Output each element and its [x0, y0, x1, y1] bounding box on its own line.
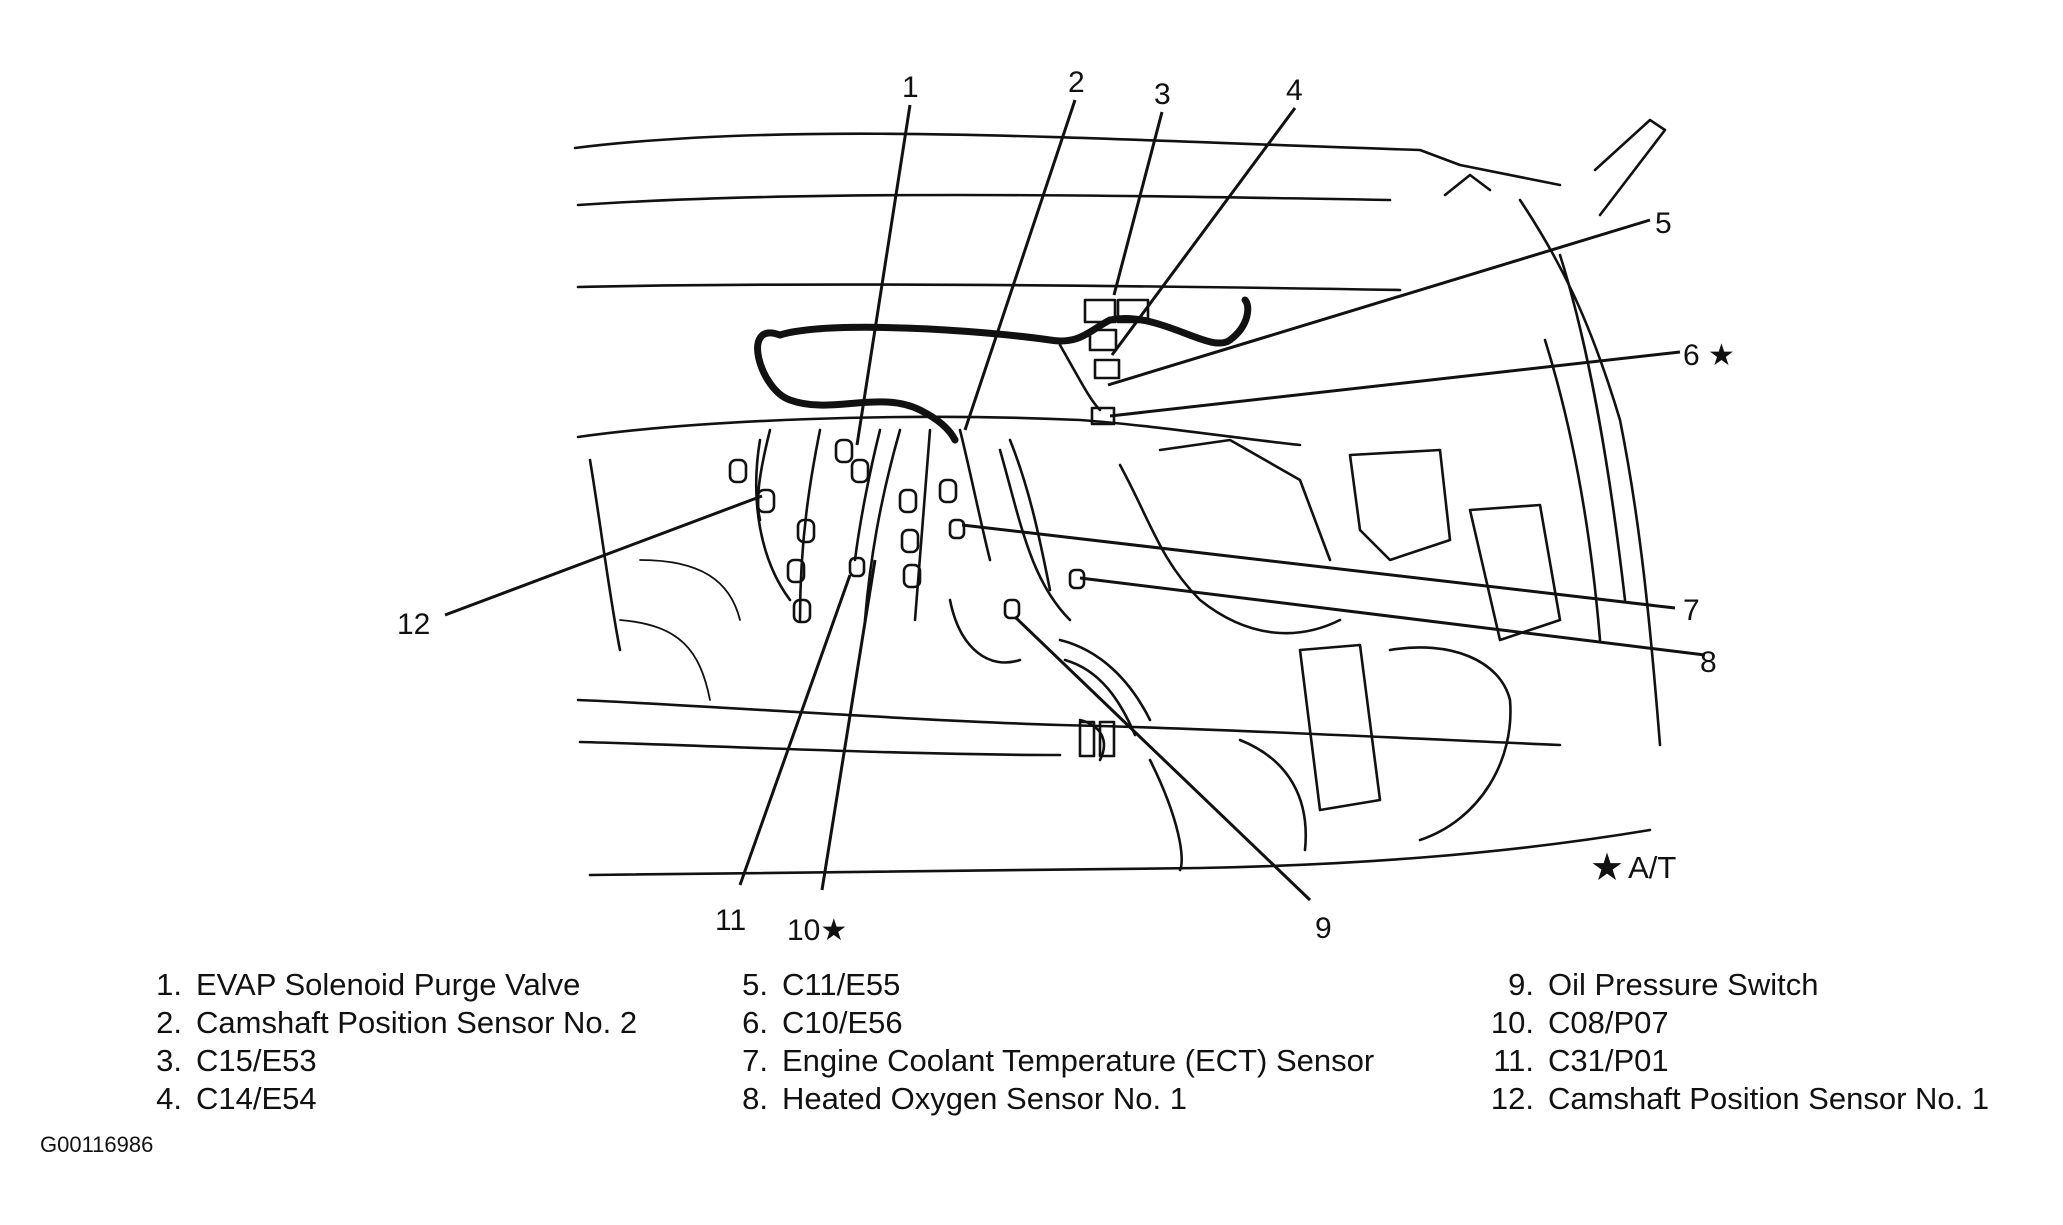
legend-text: Camshaft Position Sensor No. 2 [196, 1005, 638, 1040]
leader-6 [1109, 350, 1681, 418]
leader-8 [1079, 576, 1706, 657]
legend-column-3: 9. Oil Pressure Switch 10. C08/P07 11. C31/… [1468, 966, 1989, 1118]
callout-3: 3 [1154, 78, 1171, 111]
leader-3 [1112, 111, 1164, 296]
callout-6: 6 ★ [1683, 339, 1735, 372]
callout-10: 10★ [787, 914, 847, 947]
legend-item: 4. C14/E54 [128, 1080, 637, 1118]
legend-item: 7. Engine Coolant Temperature (ECT) Senso… [706, 1042, 1374, 1080]
callout-5: 5 [1655, 207, 1672, 240]
engine-diagram: 1 2 3 4 5 6 ★ 7 8 9 10★ 11 12 [397, 66, 1735, 947]
leader-5 [1107, 218, 1651, 387]
callout-1: 1 [902, 71, 919, 104]
legend-number: 3. [156, 1043, 182, 1078]
legend-number: 4. [156, 1081, 182, 1116]
callout-11: 11 [715, 904, 746, 937]
leader-1 [855, 104, 912, 446]
legend-text: C10/E56 [782, 1005, 903, 1040]
legend-number: 12. [1490, 1081, 1534, 1116]
legend-column-2: 5. C11/E55 6. C10/E56 7. Engine Coolant Tem… [706, 966, 1374, 1118]
legend-item: 3. C15/E53 [128, 1042, 637, 1080]
legend-text: C31/P01 [1548, 1043, 1669, 1078]
legend-number: 5. [742, 967, 768, 1002]
legend-item: 12. Camshaft Position Sensor No. 1 [1468, 1080, 1989, 1118]
callout-8: 8 [1700, 646, 1717, 679]
legend-number: 2. [156, 1005, 182, 1040]
figure-id: G00116986 [40, 1132, 154, 1157]
callout-2: 2 [1068, 66, 1085, 99]
callout-9: 9 [1315, 912, 1332, 945]
legend-item: 10. C08/P07 [1468, 1004, 1989, 1042]
callout-labels: 1 2 3 4 5 6 ★ 7 8 9 10★ 11 12 [397, 66, 1735, 947]
legend-text: C14/E54 [196, 1081, 317, 1116]
leader-lines [444, 99, 1706, 902]
legend-text: Engine Coolant Temperature (ECT) Sensor [782, 1043, 1375, 1078]
legend-item: 11. C31/P01 [1468, 1042, 1989, 1080]
legend-text: Oil Pressure Switch [1548, 967, 1819, 1002]
legend-number: 1. [156, 967, 182, 1002]
legend-text: C08/P07 [1548, 1005, 1669, 1040]
leader-2 [963, 99, 1077, 431]
leader-7 [961, 523, 1676, 610]
sensor-connectors [728, 438, 1086, 624]
legend-item: 5. C11/E55 [706, 966, 1374, 1004]
legend-number: 6. [742, 1005, 768, 1040]
asterisk-icon: ★ [1590, 847, 1625, 889]
callout-7: 7 [1683, 594, 1700, 627]
leader-4 [1110, 107, 1297, 356]
leader-9 [1013, 615, 1312, 902]
legend-number: 10. [1490, 1005, 1534, 1040]
legend-number: 11. [1493, 1043, 1534, 1078]
legend-item: 8. Heated Oxygen Sensor No. 1 [706, 1080, 1374, 1118]
legend-item: 6. C10/E56 [706, 1004, 1374, 1042]
legend-text: Camshaft Position Sensor No. 1 [1548, 1081, 1990, 1116]
leader-10 [820, 559, 877, 891]
legend-number: 8. [742, 1081, 768, 1116]
legend-number: 7. [742, 1043, 768, 1078]
at-footnote: ★ A/T [1590, 847, 1677, 889]
engine-illustration [573, 118, 1667, 877]
callout-4: 4 [1286, 74, 1303, 107]
legend-text: EVAP Solenoid Purge Valve [196, 967, 581, 1002]
leader-12 [444, 494, 763, 617]
legend-text: C15/E53 [196, 1043, 317, 1078]
legend-text: C11/E55 [782, 967, 901, 1002]
legend-text: Heated Oxygen Sensor No. 1 [782, 1081, 1187, 1116]
legend-column-1: 1. EVAP Solenoid Purge Valve 2. Camshaft P… [128, 966, 637, 1118]
leader-11 [738, 574, 852, 886]
legend-item: 9. Oil Pressure Switch [1468, 966, 1989, 1004]
legend-number: 9. [1508, 967, 1534, 1002]
callout-12: 12 [397, 608, 430, 641]
at-footnote-text: A/T [1628, 850, 1677, 885]
legend-item: 2. Camshaft Position Sensor No. 2 [128, 1004, 637, 1042]
legend-item: 1. EVAP Solenoid Purge Valve [128, 966, 637, 1004]
